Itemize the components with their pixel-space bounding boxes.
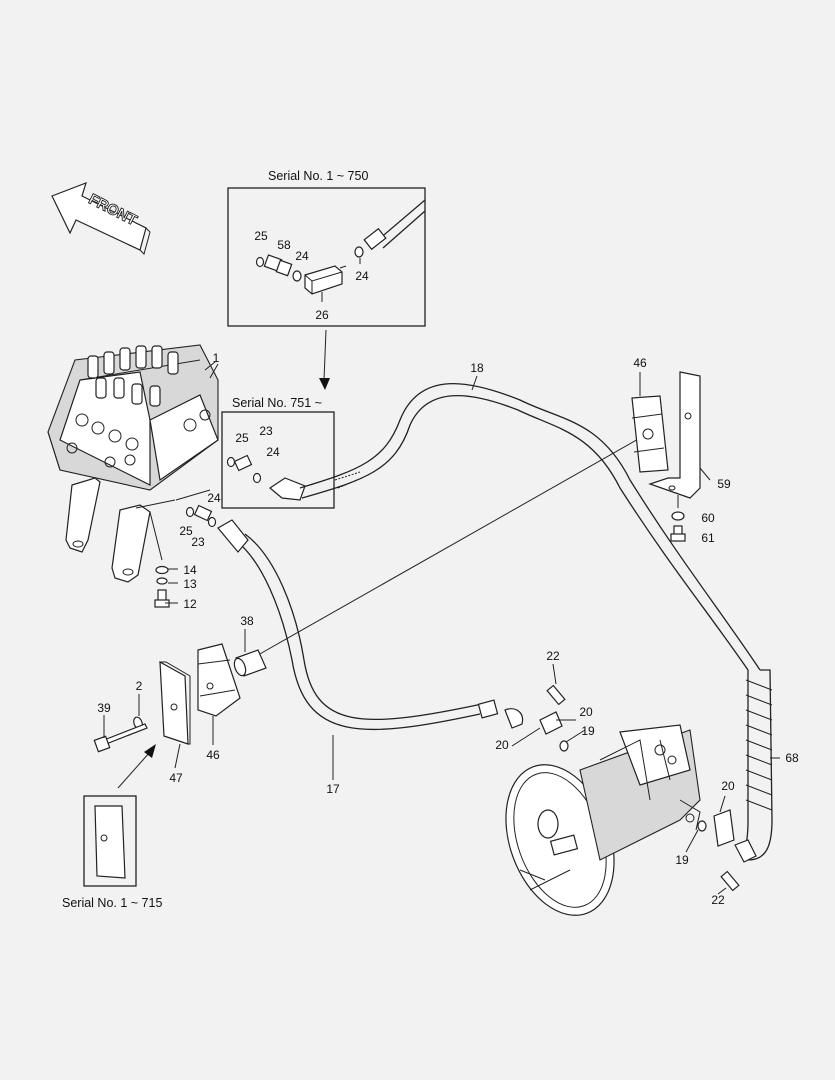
- callout-46-top: 46: [633, 356, 647, 370]
- inset-serial-751: Serial No. 751 ~: [221, 396, 335, 509]
- callout-19-right: 19: [675, 853, 689, 867]
- callout-20-top: 20: [579, 705, 593, 719]
- leader-lines: [103, 363, 780, 895]
- clamp-38: [233, 649, 267, 677]
- caption-serial-1-715: Serial No. 1 ~ 715: [62, 896, 162, 910]
- hose-17: [217, 519, 524, 731]
- callout-39: 39: [97, 701, 111, 715]
- hose-68: [734, 669, 773, 863]
- callouts: 1 18 46 59 60 61 25 58 24 24 26 25 23 24…: [97, 229, 799, 907]
- pump-assembly: [505, 724, 701, 916]
- callout-19-top: 19: [581, 724, 595, 738]
- plate-arrow: [117, 744, 156, 789]
- plate-47: [159, 660, 191, 745]
- bolt-39: [93, 716, 148, 753]
- inset-pointer: [319, 329, 330, 390]
- callout-20-right: 20: [721, 779, 735, 793]
- callout-1: 1: [213, 351, 220, 365]
- callout-14: 14: [183, 563, 197, 577]
- callout-60: 60: [701, 511, 715, 525]
- callout-26: 26: [315, 308, 329, 322]
- callout-23-valve: 23: [191, 535, 205, 549]
- callout-24-751: 24: [266, 445, 280, 459]
- callout-20-left: 20: [495, 738, 509, 752]
- pump-fittings: [539, 684, 740, 892]
- callout-25-751: 25: [235, 431, 249, 445]
- bracket-59: [648, 371, 701, 542]
- callout-24-inset-left: 24: [295, 249, 309, 263]
- callout-18: 18: [470, 361, 484, 375]
- front-arrow: FRONT: [51, 181, 151, 255]
- inset-serial-1-750: Serial No. 1 ~ 750: [227, 169, 426, 327]
- caption-serial-1-750: Serial No. 1 ~ 750: [268, 169, 368, 183]
- callout-23-751: 23: [259, 424, 273, 438]
- callout-61: 61: [701, 531, 715, 545]
- callout-58: 58: [277, 238, 291, 252]
- callout-17: 17: [326, 782, 340, 796]
- inset-serial-1-715: Serial No. 1 ~ 715: [62, 795, 162, 910]
- callout-2: 2: [136, 679, 143, 693]
- callout-59: 59: [717, 477, 731, 491]
- callout-24-inset-right: 24: [355, 269, 369, 283]
- callout-13: 13: [183, 577, 197, 591]
- callout-22-bottom: 22: [711, 893, 725, 907]
- valve-brackets: [65, 477, 176, 608]
- callout-47: 47: [169, 771, 183, 785]
- clamp-46-top: [631, 395, 669, 473]
- hose-18: [299, 382, 761, 671]
- callout-68: 68: [785, 751, 799, 765]
- control-valve: [47, 344, 219, 491]
- clamp-46-lower: [197, 643, 241, 717]
- callout-25-inset: 25: [254, 229, 268, 243]
- caption-serial-751: Serial No. 751 ~: [232, 396, 322, 410]
- callout-38: 38: [240, 614, 254, 628]
- callout-46-lower: 46: [206, 748, 220, 762]
- callout-12: 12: [183, 597, 197, 611]
- valve-fittings: [175, 489, 217, 528]
- callout-24-valve: 24: [207, 491, 221, 505]
- clamp-leader: [257, 437, 641, 656]
- callout-25-valve: 25: [179, 524, 193, 538]
- callout-22-top: 22: [546, 649, 560, 663]
